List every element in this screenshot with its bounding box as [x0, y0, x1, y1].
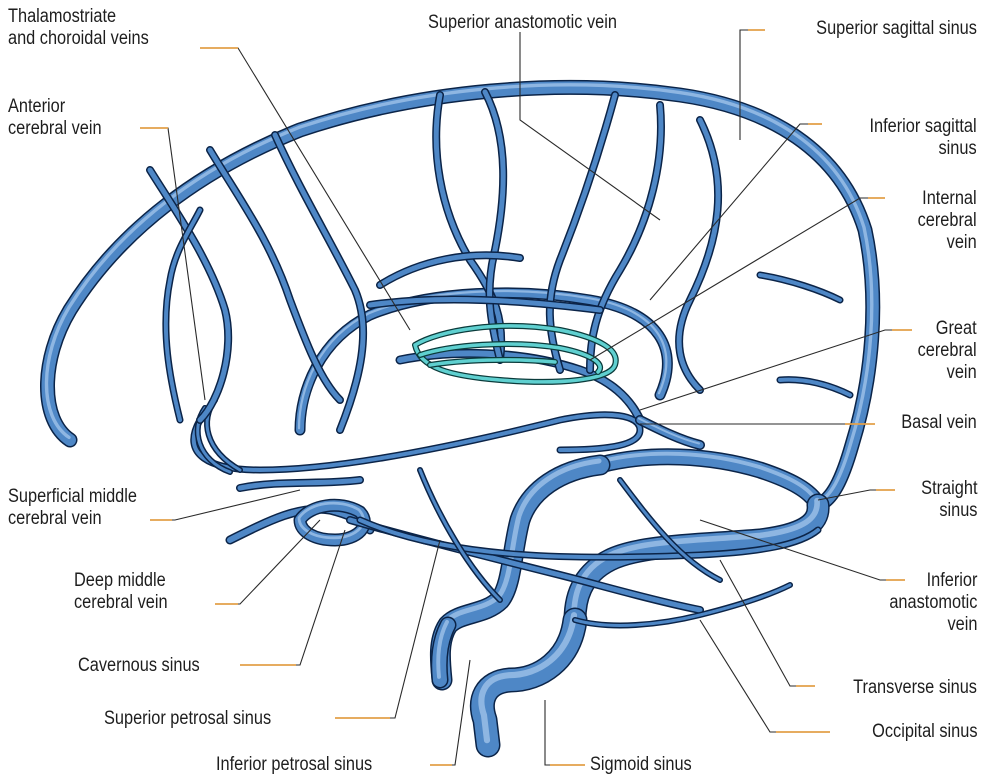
- sigmoid-sinus: [481, 615, 575, 745]
- label-basal-vein: Basal vein: [902, 412, 977, 434]
- leader-occipital: [700, 620, 830, 732]
- label-transverse-sinus: Transverse sinus: [853, 677, 977, 699]
- leader-cavernous: [240, 530, 345, 665]
- label-sigmoid-sinus: Sigmoid sinus: [590, 754, 692, 776]
- label-inferior-petrosal-sinus: Inferior petrosal sinus: [216, 754, 372, 776]
- label-occipital-sinus: Occipital sinus: [872, 721, 977, 743]
- label-cavernous-sinus: Cavernous sinus: [78, 655, 200, 677]
- leader-inferior-sagittal: [650, 124, 822, 300]
- inferior-petrosal-column: [438, 622, 448, 680]
- temporal-vein-2: [620, 480, 720, 580]
- cortical-vein-9: [380, 255, 520, 285]
- occipital-vein-2: [780, 380, 850, 395]
- great-cerebral-vein: [639, 419, 700, 446]
- leader-transverse: [720, 560, 815, 686]
- leader-superior-petrosal: [335, 540, 440, 718]
- leader-superior-anastomotic: [520, 32, 660, 220]
- temporal-vein-1: [420, 470, 500, 600]
- leader-internal-cerebral: [590, 198, 885, 360]
- cortical-vein-3: [275, 135, 363, 430]
- label-superior-anastomotic-vein: Superior anastomotic vein: [391, 12, 653, 34]
- occipital-vein-1: [760, 275, 840, 300]
- superficial-middle-cerebral-vein: [240, 480, 360, 488]
- leader-sigmoid: [545, 700, 585, 765]
- label-superior-petrosal-sinus: Superior petrosal sinus: [104, 708, 271, 730]
- cortical-vein-8: [679, 120, 718, 390]
- label-superior-sagittal-sinus: Superior sagittal sinus: [816, 18, 977, 40]
